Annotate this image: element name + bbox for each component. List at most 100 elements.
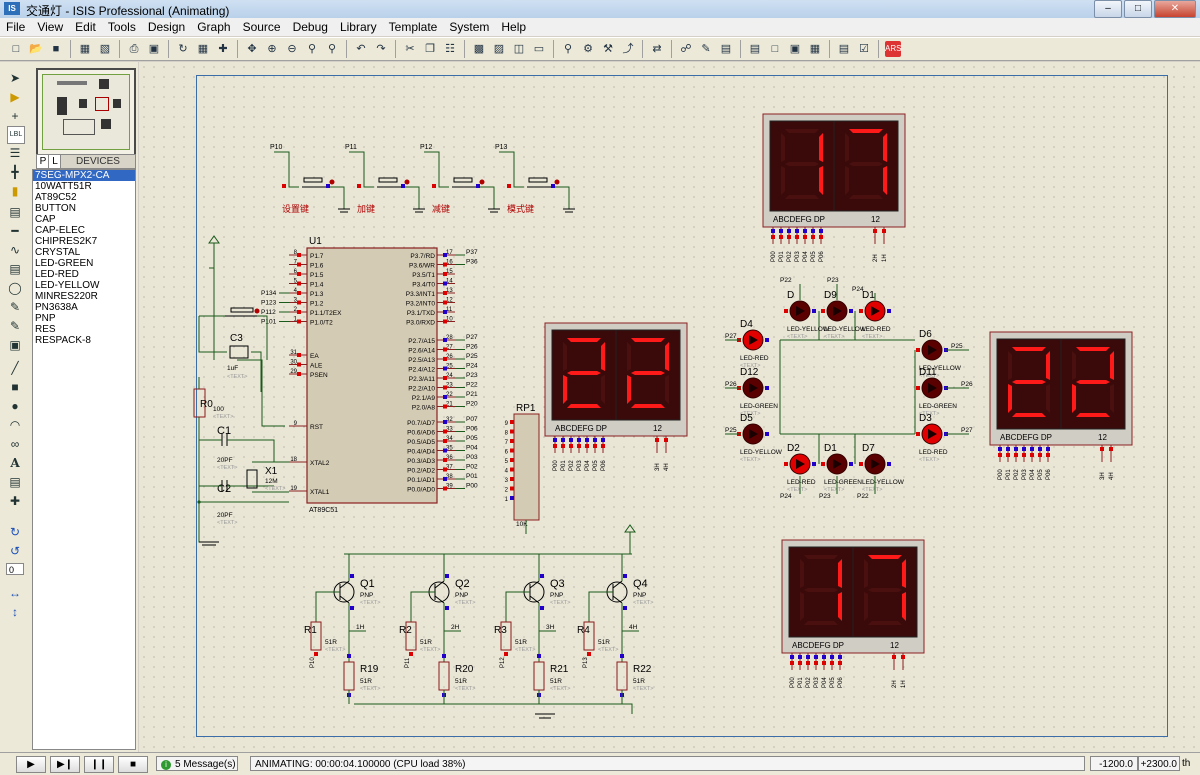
wire-autorouter-icon[interactable]: ⇄ xyxy=(652,43,662,55)
rotate-clockwise-icon[interactable]: ↻ xyxy=(9,525,21,539)
terminals-icon[interactable]: ▤ xyxy=(9,205,21,219)
zoom-out-icon[interactable]: ⊖ xyxy=(287,43,297,55)
device-pins-icon[interactable]: ━ xyxy=(11,224,19,238)
device-list-item[interactable]: CRYSTAL xyxy=(35,247,81,258)
device-list-item[interactable]: CAP-ELEC xyxy=(35,225,86,236)
menu-system[interactable]: System xyxy=(449,20,490,34)
menu-help[interactable]: Help xyxy=(501,20,527,34)
menu-edit[interactable]: Edit xyxy=(75,20,96,34)
component-mode-icon[interactable]: ▶ xyxy=(10,90,20,104)
circle-tool-icon[interactable]: ● xyxy=(11,399,19,413)
zoom-area-icon[interactable]: ⚲ xyxy=(327,43,337,55)
device-list-item[interactable]: LED-RED xyxy=(35,269,79,280)
packaging-tool-icon[interactable]: ⚒ xyxy=(603,43,613,55)
search-tag-icon[interactable]: ☍ xyxy=(680,43,692,55)
zoom-in-icon[interactable]: ⊕ xyxy=(267,43,277,55)
device-list-item[interactable]: CHIPRES2K7 xyxy=(35,236,98,247)
box-tool-icon[interactable]: ■ xyxy=(11,380,19,394)
selection-mode-icon[interactable]: ➤ xyxy=(9,71,21,85)
device-list-item[interactable]: AT89C52 xyxy=(35,192,77,203)
menu-file[interactable]: File xyxy=(6,20,26,34)
new-file-icon[interactable]: □ xyxy=(12,43,20,55)
zoom-child-icon[interactable]: ▦ xyxy=(809,43,821,55)
stop-button[interactable]: ■ xyxy=(118,756,148,773)
wire-label-icon[interactable]: LBL xyxy=(7,126,25,144)
netlist-icon[interactable]: ▤ xyxy=(749,43,761,55)
device-list-item[interactable]: BUTTON xyxy=(35,203,76,214)
junction-dot-icon[interactable]: + xyxy=(11,109,19,123)
play-button[interactable]: ▶ xyxy=(16,756,46,773)
block-move-icon[interactable]: ▨ xyxy=(493,43,505,55)
menu-graph[interactable]: Graph xyxy=(197,20,231,34)
current-probe-icon[interactable]: ✎ xyxy=(9,319,21,333)
mirror-horizontal-icon[interactable]: ↔ xyxy=(9,586,21,600)
device-list-item[interactable]: RES xyxy=(35,324,56,335)
rotate-anticlockwise-icon[interactable]: ↺ xyxy=(9,544,21,558)
menu-template[interactable]: Template xyxy=(388,20,438,34)
menu-view[interactable]: View xyxy=(37,20,64,34)
electrical-rule-check-icon[interactable]: ☑ xyxy=(859,43,869,55)
undo-icon[interactable]: ↶ xyxy=(356,43,366,55)
sheet-icon[interactable]: □ xyxy=(771,43,779,55)
step-button[interactable]: ▶❙ xyxy=(50,756,80,773)
menu-library[interactable]: Library xyxy=(339,20,377,34)
new-sheet-icon[interactable]: ▤ xyxy=(720,43,732,55)
menu-source[interactable]: Source xyxy=(242,20,281,34)
minimize-button[interactable]: – xyxy=(1094,0,1122,18)
block-copy-icon[interactable]: ▩ xyxy=(473,43,485,55)
open-file-icon[interactable]: 📂 xyxy=(29,43,43,55)
grid-icon[interactable]: ▦ xyxy=(197,43,209,55)
device-list-item[interactable]: LED-YELLOW xyxy=(35,280,100,291)
device-list-item[interactable]: PNP xyxy=(35,313,56,324)
save-icon[interactable]: ■ xyxy=(52,43,60,55)
pause-button[interactable]: ❙❙ xyxy=(84,756,114,773)
menu-debug[interactable]: Debug xyxy=(292,20,328,34)
origin-icon[interactable]: ✚ xyxy=(218,43,228,55)
zoom-all-icon[interactable]: ⚲ xyxy=(307,43,317,55)
pan-icon[interactable]: ✥ xyxy=(247,43,257,55)
device-list-item[interactable]: 10WATT51R xyxy=(35,181,92,192)
subcircuit-icon[interactable]: ▮ xyxy=(11,184,19,198)
generator-icon[interactable]: ◯ xyxy=(8,281,22,295)
redo-icon[interactable]: ↷ xyxy=(376,43,386,55)
block-delete-icon[interactable]: ▭ xyxy=(533,43,545,55)
copy-icon[interactable]: ❐ xyxy=(425,43,435,55)
voltage-probe-icon[interactable]: ✎ xyxy=(9,300,21,314)
rotation-angle-field[interactable]: 0 xyxy=(6,563,24,575)
marker-tool-icon[interactable]: ✚ xyxy=(9,494,21,508)
import-icon[interactable]: ▦ xyxy=(79,43,91,55)
make-device-icon[interactable]: ⚙ xyxy=(583,43,593,55)
arc-tool-icon[interactable]: ◠ xyxy=(9,418,21,432)
block-rotate-icon[interactable]: ◫ xyxy=(513,43,525,55)
text-script-icon[interactable]: ☰ xyxy=(9,146,21,160)
maximize-button[interactable]: □ xyxy=(1124,0,1152,18)
tape-recorder-icon[interactable]: ▤ xyxy=(9,262,21,276)
symbol-tool-icon[interactable]: ▤ xyxy=(9,475,21,489)
ares-icon[interactable]: ARS xyxy=(885,41,901,57)
graph-icon[interactable]: ∿ xyxy=(9,243,21,257)
delete-sheet-icon[interactable]: ▣ xyxy=(789,43,801,55)
property-tool-icon[interactable]: ✎ xyxy=(701,43,711,55)
pick-device-icon[interactable]: ⚲ xyxy=(563,43,573,55)
bill-of-materials-icon[interactable]: ▤ xyxy=(838,43,850,55)
print-icon[interactable]: ⎙ xyxy=(129,43,139,55)
device-list-item[interactable]: PN3638A xyxy=(35,302,78,313)
device-list-item[interactable]: CAP xyxy=(35,214,56,225)
close-button[interactable]: ✕ xyxy=(1154,0,1196,18)
buses-icon[interactable]: ╋ xyxy=(11,165,19,179)
refresh-icon[interactable]: ↻ xyxy=(178,43,188,55)
device-list-item[interactable]: RESPACK-8 xyxy=(35,335,91,346)
paste-icon[interactable]: ☷ xyxy=(445,43,455,55)
overview-window[interactable] xyxy=(36,68,136,156)
virtual-instruments-icon[interactable]: ▣ xyxy=(9,338,21,352)
cut-icon[interactable]: ✂ xyxy=(405,43,415,55)
device-list-item[interactable]: 7SEG-MPX2-CA xyxy=(33,170,135,181)
decompose-icon[interactable]: ⤴ xyxy=(622,43,634,55)
print-area-icon[interactable]: ▣ xyxy=(148,43,160,55)
export-icon[interactable]: ▧ xyxy=(99,43,111,55)
device-list-item[interactable]: MINRES220R xyxy=(35,291,98,302)
line-tool-icon[interactable]: ╱ xyxy=(11,361,19,375)
path-tool-icon[interactable]: ∞ xyxy=(10,437,20,451)
